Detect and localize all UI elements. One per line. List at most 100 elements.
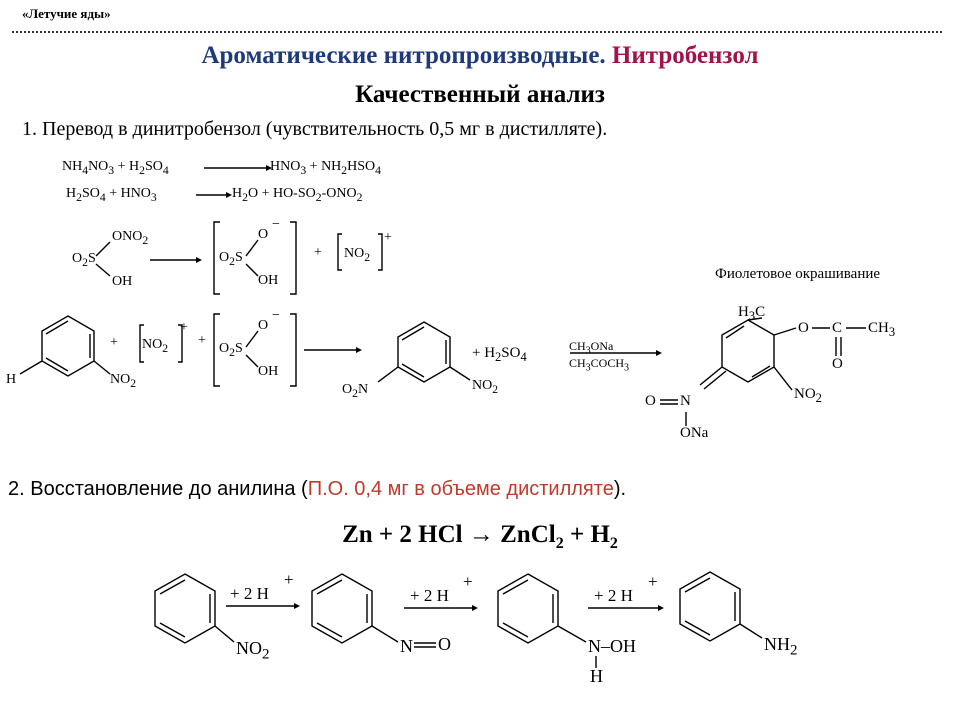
step1-heading: 1. Перевод в динитробензол (чувствительн…: [22, 118, 608, 140]
bond-s-ono2: [95, 241, 111, 257]
minus-charge-2: −: [272, 308, 280, 323]
arrow-5-head: [656, 350, 662, 356]
bond-s-oh-3: [245, 354, 259, 368]
header-tag: «Летучие яды»: [22, 6, 111, 21]
bracket-left-4: [213, 313, 220, 387]
minus-charge: −: [272, 217, 280, 232]
o2s-label: O2S: [72, 251, 96, 269]
title-accent: Нитробензол: [611, 42, 759, 69]
ring-c-bond: [557, 625, 587, 643]
ring-a-double-2: [159, 579, 186, 595]
hydroxylamine-h: H: [590, 666, 603, 686]
bracket-left-3: [139, 324, 144, 363]
benzene-ring-2: [397, 321, 451, 383]
nitro-label: NO2: [110, 372, 137, 390]
ono2-label: ONO2: [112, 229, 149, 247]
ring-d-double-3: [684, 620, 711, 636]
reagent-1: + 2 H: [230, 584, 269, 603]
eq2-right: H2O + HO-SO2-ONO2: [232, 186, 363, 204]
o2n-label: O2N: [342, 382, 369, 400]
nitroso-n: N: [400, 636, 413, 656]
o2s-label-3: O2S: [219, 341, 243, 359]
arrow-r1-head: [294, 603, 300, 609]
ring-b-double-2: [316, 579, 343, 595]
h-label: H: [6, 372, 17, 387]
bracket-right-4: [290, 313, 297, 387]
bond-s-o-3: [245, 330, 259, 348]
nitrosobenzene-ring: [311, 573, 373, 644]
page-subtitle: Качественный анализ: [355, 81, 605, 108]
oh-label: OH: [112, 274, 133, 289]
benzene-ring-1: [41, 315, 95, 377]
oh-label-2: OH: [258, 273, 279, 288]
nitronate-n-label: N: [680, 393, 691, 409]
plus-charge-2: +: [180, 320, 188, 335]
arrow-1-head: [266, 165, 272, 171]
ring-d-double-2: [684, 577, 711, 593]
title-main: Ароматические нитропроизводные.: [201, 42, 606, 69]
ona-label: ONa: [680, 425, 709, 441]
hydroxylamine-noh: N–OH: [588, 636, 636, 656]
phenylhydroxylamine-ring: [497, 573, 559, 644]
plus-sign-3: +: [198, 333, 206, 348]
aniline-nh2: NH2: [764, 634, 798, 659]
nitronium-label-2: NO2: [142, 337, 169, 355]
bracket-left-1: [213, 221, 220, 295]
complex-double-1: [725, 325, 745, 339]
step2-heading: 2. Восстановление до анилина (П.О. 0,4 м…: [8, 478, 627, 500]
benzene-1-double-3: [45, 357, 69, 372]
bond-ch3: [747, 317, 763, 321]
header-divider: [12, 31, 942, 33]
ch3ona-label: CH3ONa: [569, 339, 614, 357]
reagent-2: + 2 H: [410, 586, 449, 605]
aniline-ring: [679, 571, 741, 642]
arrow-r3-head: [658, 605, 664, 611]
complex-ring: [721, 319, 775, 383]
ring-c-double-2: [502, 579, 529, 595]
nitronium-label: NO2: [344, 246, 371, 264]
nitroso-o: O: [438, 634, 451, 654]
bond-h: [19, 360, 43, 375]
ring-c-double-3: [502, 622, 529, 638]
page-title: Ароматические нитропроизводные. Нитробен…: [0, 42, 960, 70]
benzene-2-double-3: [401, 363, 425, 378]
detection-limit: П.О. 0,4 мг в объеме дистилляте: [307, 478, 614, 500]
oh-label-3: OH: [258, 364, 279, 379]
carbonyl-o-label: O: [832, 356, 843, 372]
ring-b-bond: [371, 625, 399, 643]
bracket-right-2: [378, 233, 383, 271]
zn-hcl-equation: Zn + 2 HCl → ZnCl2 + H2: [342, 521, 618, 552]
ester-o-label: O: [798, 320, 809, 336]
bond-o2n: [377, 366, 399, 383]
o-minus-label: O: [258, 227, 269, 242]
benzene-1-double-2: [45, 320, 69, 335]
nitrobenzene-ring: [154, 573, 216, 644]
arrow-2-head: [226, 192, 232, 198]
violet-color-label: Фиолетовое окрашивание: [715, 266, 881, 282]
arrow-r2-head: [472, 605, 478, 611]
bond-complex-no2: [773, 366, 793, 391]
plus-sign: +: [314, 245, 322, 260]
complex-double-2: [751, 365, 771, 378]
bracket-left-2: [337, 233, 342, 271]
bond-n-ring-a: [699, 366, 723, 386]
ring-a-bond: [214, 625, 235, 643]
bond-no2-2: [449, 366, 471, 381]
bond-s-oh-2: [245, 263, 259, 277]
ring-b-double-3: [316, 622, 343, 638]
complex-no2-label: NO2: [794, 386, 822, 405]
h3c-label: H3C: [738, 304, 766, 323]
ch3coch3-label: CH3COCH3: [569, 356, 630, 374]
o2s-label-2: O2S: [219, 250, 243, 268]
bond-s-o: [245, 239, 259, 257]
arrow-4-head: [356, 347, 362, 353]
bracket-right-1: [290, 221, 297, 295]
reagent-2-charge: +: [463, 572, 473, 591]
bond-n-ring-b: [703, 370, 727, 390]
dinitro-no2-label: NO2: [472, 378, 499, 396]
ch3-label: CH3: [868, 320, 896, 339]
ester-c-label: C: [832, 320, 843, 336]
reagent-1-charge: +: [284, 570, 294, 589]
ring-d-bond: [739, 623, 763, 639]
